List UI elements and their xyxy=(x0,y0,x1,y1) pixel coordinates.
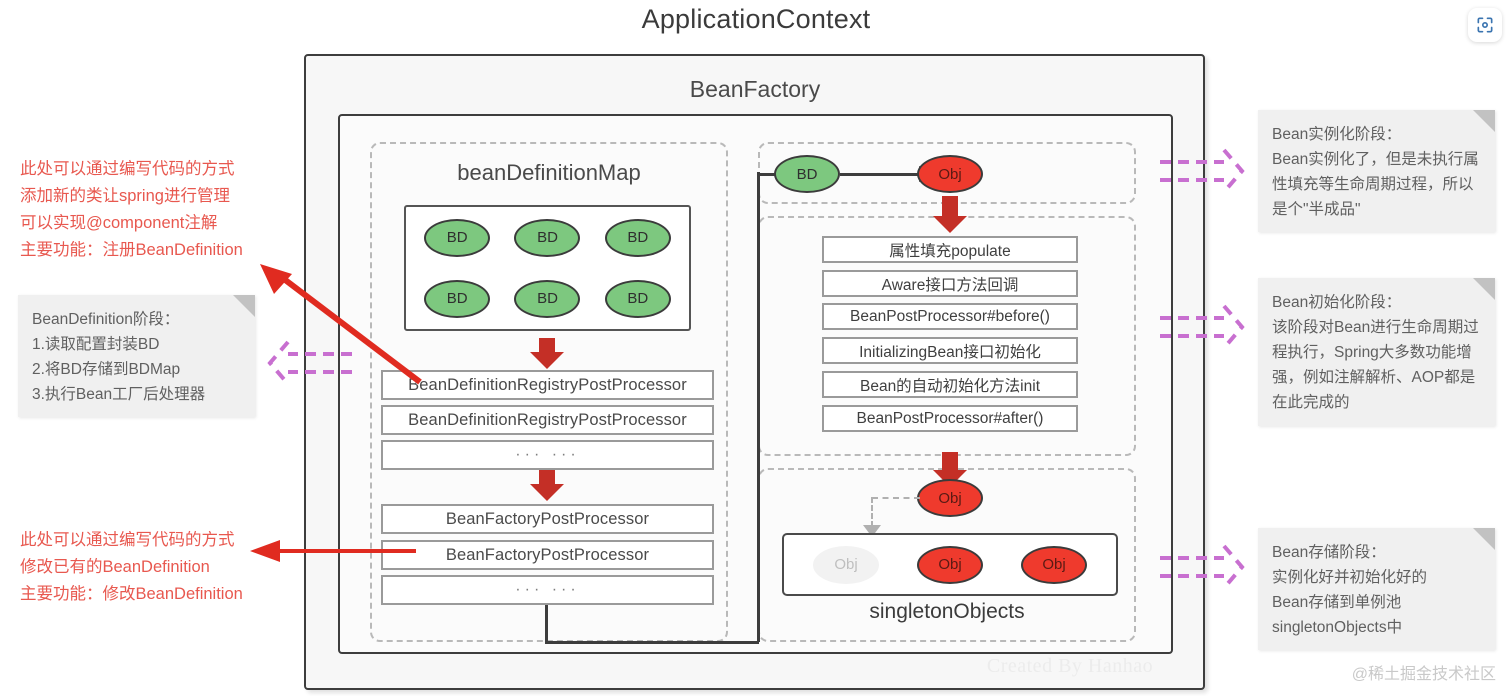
scan-icon-button[interactable] xyxy=(1468,8,1502,42)
bd-row: BD BD BD xyxy=(406,207,689,268)
bd-node: BD xyxy=(604,218,671,257)
dashed-arrow-bean-definition-note xyxy=(267,340,352,386)
processor-row: BeanDefinitionRegistryPostProcessor xyxy=(381,370,714,400)
connector-bd-to-obj xyxy=(840,173,922,176)
page-title: ApplicationContext xyxy=(641,4,871,34)
bd-node: BD xyxy=(424,218,491,257)
note-text: BeanDefinition阶段： 1.读取配置封装BD 2.将BD存储到BDM… xyxy=(32,311,206,404)
dashed-arrow-instantiation-note xyxy=(1160,148,1245,194)
lifecycle-step: Aware接口方法回调 xyxy=(822,270,1078,297)
dashed-connector-segment xyxy=(872,497,920,499)
obj-node-finished: Obj xyxy=(917,479,983,517)
scan-focus-icon xyxy=(1477,17,1493,33)
arrow-registry-to-factory-processors xyxy=(530,470,564,501)
processor-row-ellipsis: ··· ··· xyxy=(381,440,714,470)
bean-definition-grid: BD BD BD BD BD BD xyxy=(404,205,691,331)
lifecycle-step: InitializingBean接口初始化 xyxy=(822,337,1078,364)
processor-row: BeanDefinitionRegistryPostProcessor xyxy=(381,405,714,435)
bd-node-instantiation: BD xyxy=(774,155,840,193)
singleton-objects-pool: Obj Obj Obj xyxy=(782,533,1118,596)
connector-segment xyxy=(545,605,548,643)
obj-node-instantiated: Obj xyxy=(917,155,983,193)
dashed-connector-segment xyxy=(871,497,873,527)
note-text: Bean存储阶段： 实例化好并初始化好的 Bean存储到单例池 singleto… xyxy=(1272,544,1428,637)
lifecycle-step: 属性填充populate xyxy=(822,236,1078,263)
note-storage-stage: Bean存储阶段： 实例化好并初始化好的 Bean存储到单例池 singleto… xyxy=(1258,528,1495,651)
note-fold-corner xyxy=(233,295,255,317)
note-text: Bean初始化阶段： 该阶段对Bean进行生命周期过程执行，Spring大多数功… xyxy=(1272,294,1479,412)
arrow-instantiation-to-initialization xyxy=(933,196,967,233)
lifecycle-step: BeanPostProcessor#after() xyxy=(822,405,1078,432)
processor-row: BeanFactoryPostProcessor xyxy=(381,540,714,570)
note-fold-corner xyxy=(1473,528,1495,550)
connector-segment xyxy=(545,641,759,644)
watermark-created-by: Created By Hanhao xyxy=(986,655,1154,677)
singleton-objects-title: singletonObjects xyxy=(869,600,1025,623)
bd-node: BD xyxy=(514,279,581,318)
bd-row: BD BD BD xyxy=(406,268,689,329)
note-instantiation-stage: Bean实例化阶段： Bean实例化了，但是未执行属性填充等生命周期过程，所以是… xyxy=(1258,110,1495,233)
watermark-community: @稀土掘金技术社区 xyxy=(1351,666,1496,683)
red-arrow-to-registry-processor xyxy=(260,264,422,385)
bd-node: BD xyxy=(514,218,581,257)
lifecycle-step: Bean的自动初始化方法init xyxy=(822,371,1078,398)
annotation-register-bean-definition: 此处可以通过编写代码的方式 添加新的类让spring进行管理 可以实现@comp… xyxy=(20,160,243,259)
bean-factory-title: BeanFactory xyxy=(689,76,821,102)
obj-node-placeholder: Obj xyxy=(813,545,879,584)
dashed-arrow-initialization-note xyxy=(1160,304,1245,350)
connector-segment xyxy=(757,172,760,642)
note-initialization-stage: Bean初始化阶段： 该阶段对Bean进行生命周期过程执行，Spring大多数功… xyxy=(1258,278,1495,426)
annotation-modify-bean-definition: 此处可以通过编写代码的方式 修改已有的BeanDefinition 主要功能：修… xyxy=(20,531,243,603)
processor-row-ellipsis: ··· ··· xyxy=(381,575,714,605)
lifecycle-step: BeanPostProcessor#before() xyxy=(822,303,1078,330)
processor-row: BeanFactoryPostProcessor xyxy=(381,504,714,534)
note-text: Bean实例化阶段： Bean实例化了，但是未执行属性填充等生命周期过程，所以是… xyxy=(1272,126,1479,219)
obj-node-stored: Obj xyxy=(1021,545,1087,584)
connector-segment xyxy=(757,173,779,176)
arrow-bdmap-to-processors xyxy=(530,338,564,369)
red-arrow-to-factory-processor xyxy=(250,540,416,562)
bean-definition-map-title: beanDefinitionMap xyxy=(457,160,641,185)
note-bean-definition-stage: BeanDefinition阶段： 1.读取配置封装BD 2.将BD存储到BDM… xyxy=(18,295,255,418)
obj-node-stored: Obj xyxy=(917,545,983,584)
dashed-arrow-storage-note xyxy=(1160,544,1245,590)
bd-node: BD xyxy=(604,279,671,318)
note-fold-corner xyxy=(1473,110,1495,132)
bd-node: BD xyxy=(424,279,491,318)
note-fold-corner xyxy=(1473,278,1495,300)
